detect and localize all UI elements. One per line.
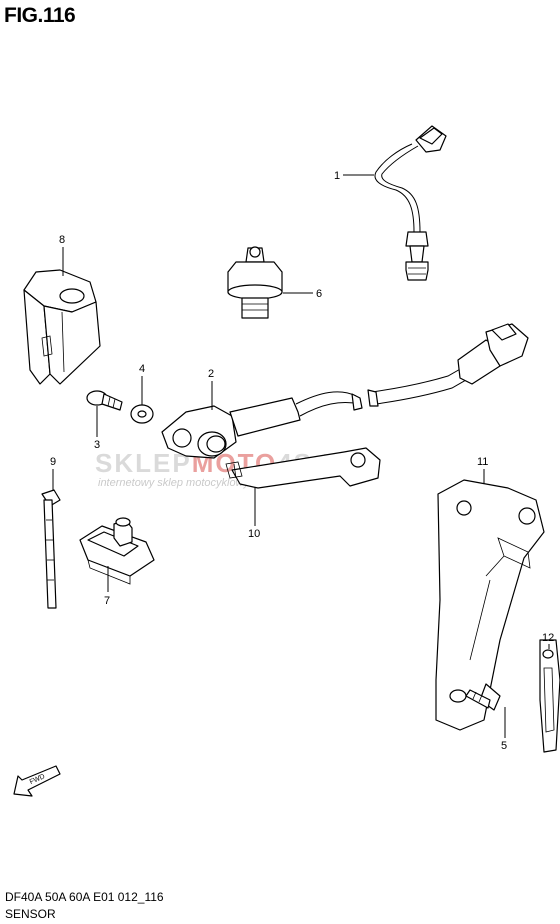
part-11-plate [435, 479, 545, 731]
part-3-bolt [86, 390, 123, 411]
part-4-washer [130, 404, 154, 424]
callout-2: 2 [208, 368, 214, 380]
watermark-tagline: internetowy sklep motocyklowy [98, 477, 251, 489]
part-9-cable-tie [41, 489, 61, 609]
part-6-pressure-switch [227, 246, 283, 319]
callout-10: 10 [248, 528, 260, 540]
callout-4: 4 [139, 363, 145, 375]
callout-8: 8 [59, 234, 65, 246]
callout-5: 5 [501, 740, 507, 752]
watermark-brand-left: SKLEP [95, 448, 192, 478]
callout-3: 3 [94, 439, 100, 451]
callout-12: 12 [542, 632, 554, 644]
callout-9: 9 [50, 456, 56, 468]
part-2-pulser-sensor [161, 323, 529, 459]
fwd-arrow-icon: FWD [13, 765, 61, 797]
part-7-clip [79, 517, 155, 585]
part-1-temperature-sensor [374, 125, 447, 281]
figure-title: FIG.116 [4, 4, 76, 27]
part-10-bracket [225, 447, 381, 489]
callout-11: 11 [477, 456, 488, 468]
callout-1: 1 [334, 170, 340, 182]
section-name: SENSOR [5, 907, 56, 921]
callouts: 1 2 3 4 5 6 7 8 9 10 11 12 [50, 170, 554, 752]
callout-7: 7 [104, 595, 110, 607]
part-5-bolt [465, 683, 501, 711]
model-code: DF40A 50A 60A E01 012_116 [5, 890, 164, 904]
part-12-strap [539, 639, 560, 753]
part-8-cover [23, 269, 101, 385]
callout-6: 6 [316, 288, 322, 300]
